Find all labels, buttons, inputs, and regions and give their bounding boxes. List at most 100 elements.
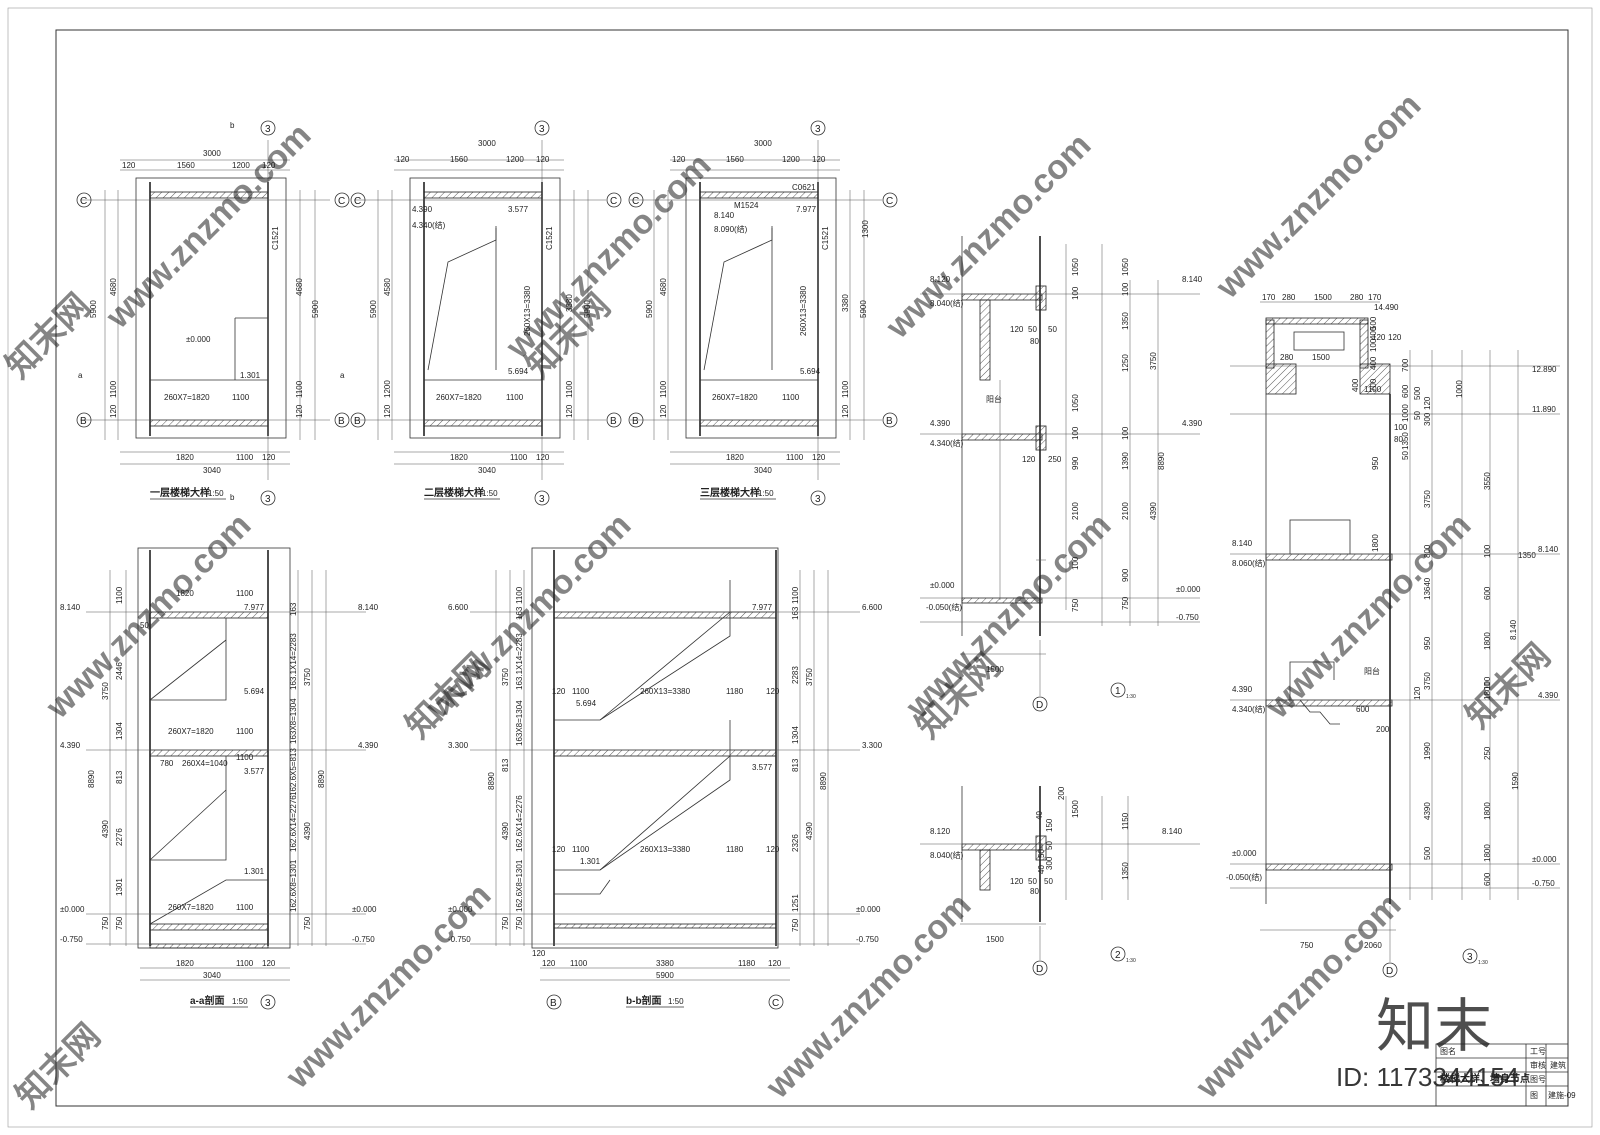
dim-11: 50 bbox=[1045, 841, 1054, 850]
level-left-2: 8.040(结) bbox=[930, 850, 964, 860]
label-level-3: 7.977 bbox=[796, 205, 817, 214]
dim-24: 50 bbox=[1413, 411, 1422, 420]
watermark-brand: 知末 bbox=[1376, 994, 1492, 1059]
plan-scale: 1:50 bbox=[208, 489, 224, 498]
dim-right-5: 162.6X5=813 bbox=[289, 748, 298, 796]
dim-27: 950 bbox=[1371, 456, 1380, 470]
dim-left-3: 1100 bbox=[109, 380, 118, 398]
dim-top-1: 120 bbox=[672, 155, 686, 164]
label-11: 1.301 bbox=[244, 867, 265, 876]
label-13: 1180 bbox=[726, 845, 744, 854]
dim-8: 1050 bbox=[1071, 394, 1080, 412]
dim-right-4: 120 bbox=[565, 404, 574, 418]
axis-b-right: B bbox=[338, 416, 345, 427]
dim-left-2: 4680 bbox=[109, 278, 118, 296]
dim-top-2: 1560 bbox=[177, 161, 195, 170]
plan-title: 三层楼梯大样 bbox=[700, 486, 760, 499]
dim-12: 50 bbox=[1037, 849, 1046, 858]
dim-33: 600 bbox=[1483, 586, 1492, 600]
dim-left-4: 3750 bbox=[501, 668, 510, 686]
dim-bottom-1: 120 bbox=[542, 959, 556, 968]
dim-38: 1800 bbox=[1483, 682, 1492, 700]
dim-right-6: 8890 bbox=[317, 770, 326, 788]
label-door: M1524 bbox=[734, 201, 759, 210]
label-window-top: C0621 bbox=[792, 183, 816, 192]
detail-scale: 1:30 bbox=[1478, 960, 1488, 966]
dim-left-10: 750 bbox=[101, 916, 110, 930]
dim-47: 1590 bbox=[1511, 772, 1520, 790]
level-left-4: 4.340(结) bbox=[1232, 704, 1266, 714]
dim-16: 900 bbox=[1121, 568, 1130, 582]
detail-1: D 1 1:30 8.120 8.040(结) 4.390 4.340(结) ±… bbox=[920, 236, 1203, 712]
dim-6: 1250 bbox=[1121, 354, 1130, 372]
dim-bottom-4: 1180 bbox=[738, 959, 756, 968]
dim-right-3: 3750 bbox=[303, 668, 312, 686]
dim-bottom-3: 120 bbox=[812, 453, 826, 462]
dim-left-8: 162.6X14=2276 bbox=[515, 795, 524, 852]
dim-5: 170 bbox=[1368, 293, 1382, 302]
dim-19: 100 bbox=[1394, 423, 1408, 432]
dim-right-1: 1100 bbox=[791, 586, 800, 604]
level-left-3: ±0.000 bbox=[448, 905, 473, 914]
label-flight-up: 260X13=3380 bbox=[523, 285, 532, 336]
dim-bottom-1: 1820 bbox=[176, 453, 194, 462]
dim-14: 2100 bbox=[1071, 502, 1080, 520]
dim-top-1: 120 bbox=[122, 161, 136, 170]
label-10: 1100 bbox=[572, 845, 590, 854]
dim-40: 3750 bbox=[1423, 672, 1432, 690]
dim-right-1: 3380 bbox=[841, 294, 850, 312]
label-flight: 260X7=1820 bbox=[436, 393, 482, 402]
level-left-2: 8.060(结) bbox=[1232, 558, 1266, 568]
dim-22: 120 bbox=[1010, 325, 1024, 334]
plan-scale: 1:50 bbox=[482, 489, 498, 498]
dim-bottom-2: 1100 bbox=[236, 453, 254, 462]
dim-34: 1350 bbox=[1518, 551, 1536, 560]
label-14: 50 bbox=[140, 621, 149, 630]
level-right-2: 4.390 bbox=[358, 741, 379, 750]
dim-right-7: 162.6X14=2276 bbox=[289, 795, 298, 852]
dim-right-4: 163X8=1304 bbox=[289, 698, 298, 744]
dim-bottom-3: 120 bbox=[262, 453, 276, 462]
label-balcony: 阳台 bbox=[1364, 666, 1380, 676]
detail-2: D 2 1:30 8.120 8.040(结) 8.140 200 1500 1… bbox=[920, 786, 1200, 976]
level-left-1: 8.140 bbox=[60, 603, 81, 612]
dim-5: 3750 bbox=[1149, 352, 1158, 370]
dim-10: 400 bbox=[1369, 356, 1378, 370]
level-left-4: 4.340(结) bbox=[930, 438, 964, 448]
dim-left-1: 1100 bbox=[515, 586, 524, 604]
dim-right-2: 5900 bbox=[311, 300, 320, 318]
dim-left-7: 2276 bbox=[115, 828, 124, 846]
axis-3-bottom: 3 bbox=[815, 494, 821, 505]
dim-4: 280 bbox=[1350, 293, 1364, 302]
section-scale: 1:50 bbox=[232, 997, 248, 1006]
level-right-3: ±0.000 bbox=[1176, 585, 1201, 594]
axis-b-left: B bbox=[354, 416, 361, 427]
watermark-site-5: 知末网 bbox=[1459, 637, 1558, 736]
dim-36: 13640 bbox=[1423, 577, 1432, 600]
label-10: 3.577 bbox=[244, 767, 265, 776]
watermark-url-4: www.znzmo.com bbox=[1208, 86, 1428, 306]
dim-right-10: 750 bbox=[303, 916, 312, 930]
dim-right-3: 2283 bbox=[791, 666, 800, 684]
label-3: 1100 bbox=[572, 687, 590, 696]
dim-top-4: 120 bbox=[812, 155, 826, 164]
label-9: 1100 bbox=[236, 753, 254, 762]
dim-bottom-total: 3040 bbox=[203, 971, 221, 980]
label-13: 1100 bbox=[236, 903, 254, 912]
dim-54: 1100 bbox=[1364, 385, 1382, 394]
section-aa: 3 8.140 4.390 ±0.000 -0.750 8.140 4.390 … bbox=[60, 547, 379, 1010]
dim-30: 1800 bbox=[1371, 534, 1380, 552]
dim-left-1: 1100 bbox=[115, 586, 124, 604]
dim-right-4: 120 bbox=[841, 404, 850, 418]
dim-bottom-3: 3380 bbox=[656, 959, 674, 968]
dim-left-5: 813 bbox=[115, 770, 124, 784]
detail-scale: 1:30 bbox=[1126, 694, 1136, 700]
inner-frame bbox=[55, 29, 1569, 1107]
dim-left-3: 1200 bbox=[383, 380, 392, 398]
dim-left-9: 1301 bbox=[115, 878, 124, 896]
dim-top-4: 120 bbox=[262, 161, 276, 170]
dim-29: 3750 bbox=[1423, 490, 1432, 508]
dim-right-2: 5900 bbox=[859, 300, 868, 318]
plan-second-floor: C B C B 3 3 3000 120 1560 1200 120 1820 … bbox=[340, 120, 622, 506]
label-8: 260X4=1040 bbox=[182, 759, 228, 768]
